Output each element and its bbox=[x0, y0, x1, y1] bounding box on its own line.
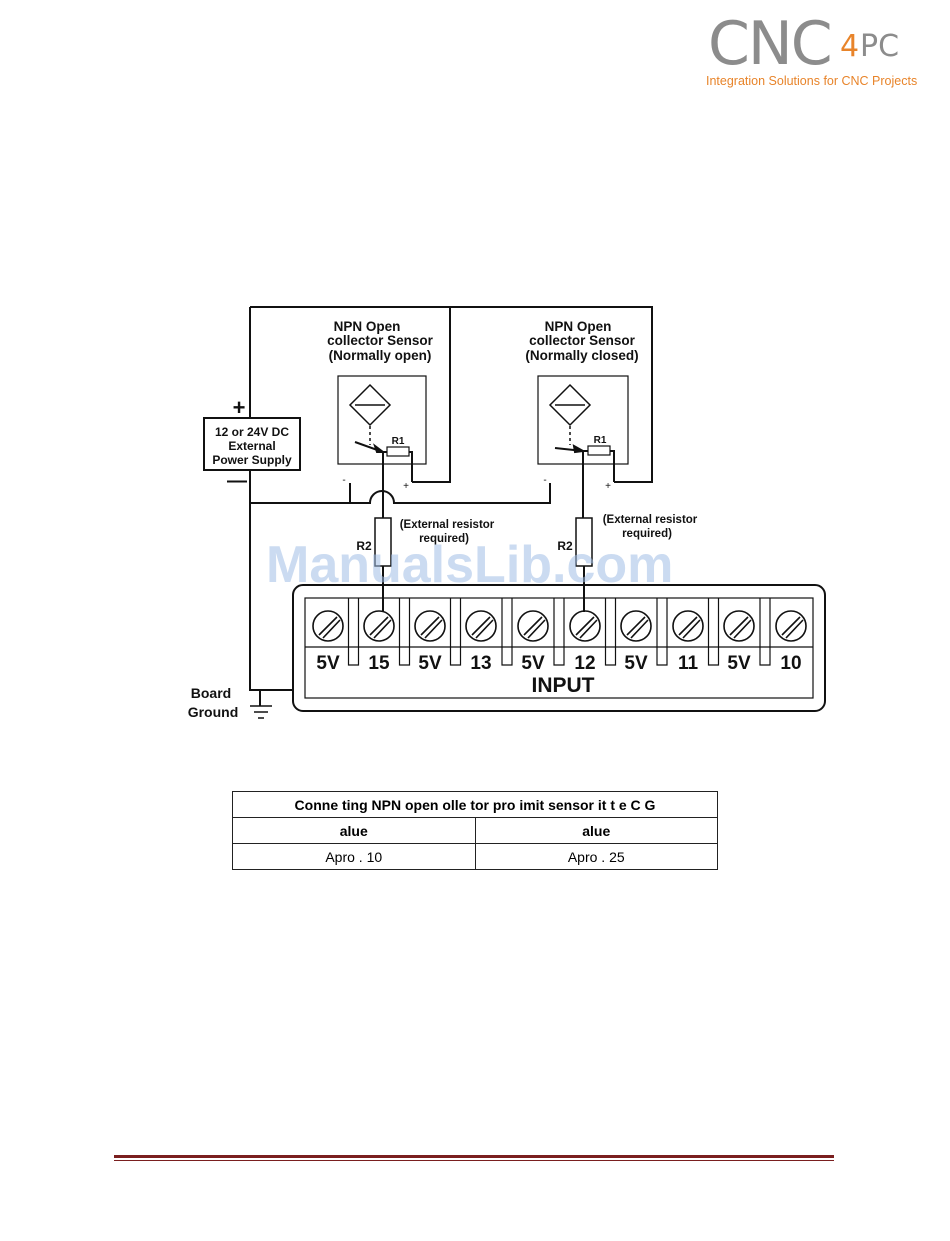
power-supply-box bbox=[203, 417, 301, 471]
label-r1-right: R1 bbox=[594, 435, 607, 446]
terminal-label: 11 bbox=[678, 653, 699, 674]
terminal-label: 13 bbox=[470, 653, 491, 674]
table-col1-value: Apro . 10 bbox=[232, 843, 476, 870]
terminal-screw-icon bbox=[775, 610, 807, 642]
sensor-right-title-line1: NPN Open bbox=[545, 319, 612, 334]
terminal-divider bbox=[759, 598, 771, 666]
label-left-minus: - bbox=[342, 475, 345, 486]
power-supply-line1: 12 or 24V DC bbox=[215, 425, 289, 439]
logo-tagline: Integration Solutions for CNC Projects bbox=[706, 74, 918, 88]
terminal-label: 5V bbox=[727, 653, 751, 674]
watermark-text: ManualsLib.com bbox=[266, 536, 674, 594]
table-col1-header: alue bbox=[232, 817, 476, 844]
terminal-screw-icon bbox=[723, 610, 755, 642]
terminal-divider bbox=[604, 598, 617, 666]
sensor-right-title-line2: collector Sensor bbox=[529, 333, 636, 348]
board-ground-line2: Ground bbox=[188, 704, 239, 720]
ground-symbol-icon bbox=[250, 705, 272, 719]
power-supply-line2: External bbox=[228, 439, 275, 453]
footer-divider-thin bbox=[114, 1160, 834, 1161]
terminal-screw-icon bbox=[517, 610, 549, 642]
logo-four-text: 4 bbox=[840, 29, 860, 64]
resistor-r1-right bbox=[587, 445, 611, 456]
terminal-screw-icon bbox=[312, 610, 344, 642]
sensor-left-title-line1: NPN Open bbox=[334, 319, 401, 334]
terminal-screw-icon bbox=[414, 610, 446, 642]
resistor-value-table: Conne ting NPN open olle tor pro imit se… bbox=[232, 791, 718, 870]
label-right-plus: + bbox=[605, 481, 611, 492]
table-title: Conne ting NPN open olle tor pro imit se… bbox=[232, 791, 718, 818]
sensor-right-symbol-icon bbox=[548, 383, 592, 427]
table-col2-value: Apro . 25 bbox=[474, 843, 718, 870]
ext-resistor-left-line2: required) bbox=[419, 533, 469, 545]
company-logo: CNC 4 PC Integration Solutions for CNC P… bbox=[700, 10, 930, 100]
board-ground-line1: Board bbox=[191, 685, 231, 701]
wire-board-ground bbox=[250, 689, 261, 706]
terminal-divider bbox=[553, 598, 565, 666]
wire-ground-bus bbox=[250, 483, 551, 504]
logo-cnc-text: CNC bbox=[708, 9, 833, 79]
terminal-label: 12 bbox=[574, 653, 595, 674]
sensor-left-symbol-icon bbox=[348, 383, 392, 427]
label-left-plus: + bbox=[403, 481, 409, 492]
table-row: Apro . 10 Apro . 25 bbox=[232, 843, 718, 870]
sensor-left-title-line3: (Normally open) bbox=[329, 348, 432, 363]
power-plus-sign: + bbox=[233, 395, 246, 420]
terminal-screw-icon bbox=[363, 610, 395, 642]
ext-resistor-left-line1: (External resistor bbox=[400, 519, 495, 531]
terminal-screws bbox=[305, 598, 813, 666]
terminal-label: 15 bbox=[368, 653, 390, 674]
label-right-minus: - bbox=[543, 475, 546, 486]
terminal-divider bbox=[398, 598, 411, 666]
resistor-r1-left bbox=[386, 446, 410, 457]
wire-right-plus bbox=[470, 306, 653, 483]
table-header-row: alue alue bbox=[232, 817, 718, 844]
terminal-divider bbox=[501, 598, 513, 666]
label-r2-left: R2 bbox=[356, 539, 372, 553]
terminal-divider bbox=[707, 598, 720, 666]
terminal-screw-icon bbox=[620, 610, 652, 642]
terminal-label: 5V bbox=[624, 653, 648, 674]
table-title-row: Conne ting NPN open olle tor pro imit se… bbox=[232, 791, 718, 818]
label-r2-right: R2 bbox=[557, 539, 573, 553]
terminal-divider bbox=[347, 598, 360, 666]
ext-resistor-right-line1: (External resistor bbox=[603, 514, 698, 526]
ext-resistor-right-line2: required) bbox=[622, 528, 672, 540]
terminal-screw-icon bbox=[672, 610, 704, 642]
terminal-screw-icon bbox=[465, 610, 497, 642]
sensor-left-title-line2: collector Sensor bbox=[327, 333, 434, 348]
terminal-label: 5V bbox=[418, 653, 442, 674]
power-supply-line3: Power Supply bbox=[212, 453, 292, 467]
terminal-label: 10 bbox=[780, 653, 801, 674]
terminal-divider bbox=[656, 598, 668, 666]
power-minus-sign: — bbox=[227, 470, 247, 492]
logo-pc-text: PC bbox=[860, 29, 900, 64]
label-r1-left: R1 bbox=[392, 436, 405, 447]
sensor-right-title-line3: (Normally closed) bbox=[525, 348, 638, 363]
table-col2-header: alue bbox=[474, 817, 718, 844]
terminal-label: 5V bbox=[521, 653, 545, 674]
terminal-screw-icon bbox=[569, 610, 601, 642]
terminal-input-label: INPUT bbox=[532, 674, 595, 697]
terminal-block bbox=[292, 584, 826, 712]
terminal-label: 5V bbox=[316, 653, 340, 674]
footer-divider bbox=[114, 1155, 834, 1158]
terminal-divider bbox=[449, 598, 462, 666]
